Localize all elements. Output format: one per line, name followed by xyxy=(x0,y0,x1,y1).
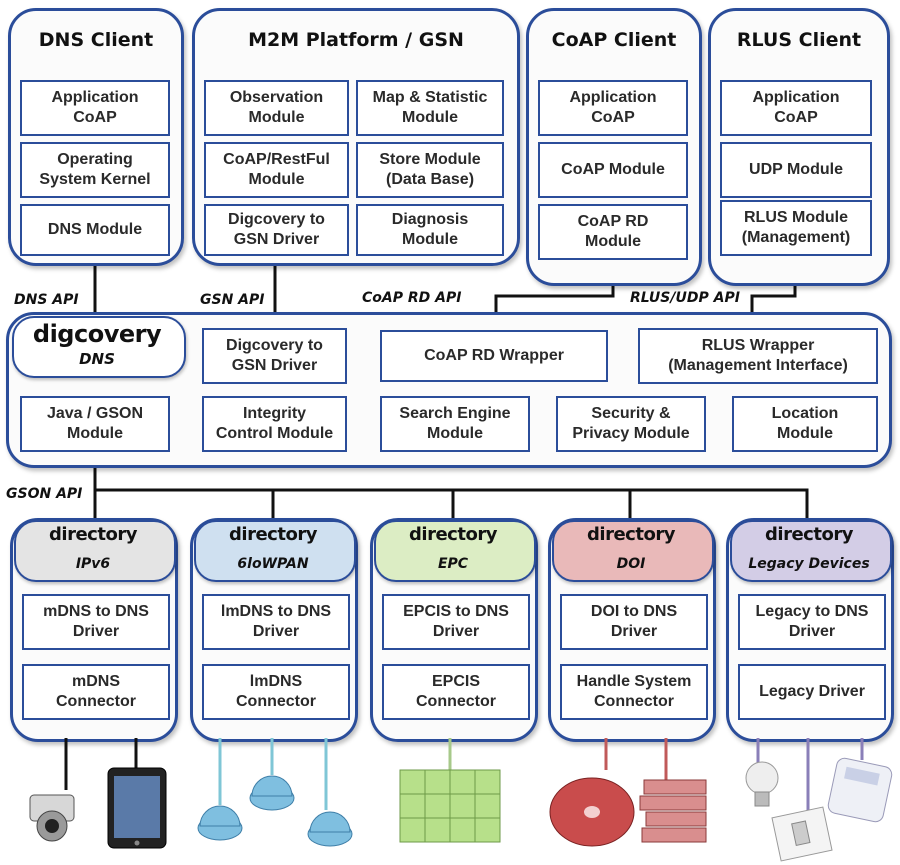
directory-logo-text: directory xyxy=(409,524,497,545)
directory-logo-badge xyxy=(374,520,536,582)
directory-tag: 6loWPAN xyxy=(237,556,309,572)
m2m-module: CoAP/RestFul Module xyxy=(204,142,349,198)
coap-rd-api-label: CoAP RD API xyxy=(362,290,462,306)
directory-logo-badge xyxy=(14,520,176,582)
directory-tag: EPC xyxy=(437,556,469,572)
security-camera-icon xyxy=(29,794,75,842)
directory-tag: DOI xyxy=(616,556,646,572)
core-module: CoAP RD Wrapper xyxy=(380,330,608,382)
digcovery-logo-badge xyxy=(12,316,186,378)
directory-module: Legacy Driver xyxy=(738,664,886,720)
directory-logo-text: directory xyxy=(49,524,137,545)
core-module: RLUS Wrapper (Management Interface) xyxy=(638,328,878,384)
directory-tag: Legacy Devices xyxy=(748,556,870,572)
gson-bus-line xyxy=(93,453,809,520)
coap-client-module: CoAP Module xyxy=(538,142,688,198)
directory-module: lmDNS Connector xyxy=(202,664,350,720)
sensor-node-icon xyxy=(197,775,353,847)
m2m-module: Observation Module xyxy=(204,80,349,136)
directory-module: mDNS Connector xyxy=(22,664,170,720)
light-bulb-icon xyxy=(745,761,779,807)
m2m-platform-title: M2M Platform / GSN xyxy=(248,29,464,51)
tablet-icon xyxy=(107,767,167,849)
digcovery-logo-subtitle: DNS xyxy=(79,350,115,368)
core-module: Security & Privacy Module xyxy=(556,396,706,452)
directory-logo-badge xyxy=(552,520,714,582)
core-module: Location Module xyxy=(732,396,878,452)
dns-client-title: DNS Client xyxy=(38,29,154,51)
wall-switch-icon xyxy=(771,806,833,862)
rlus-client-module: RLUS Module (Management) xyxy=(720,200,872,256)
m2m-module: Map & Statistic Module xyxy=(356,80,504,136)
directory-logo-badge xyxy=(730,520,892,582)
thermostat-icon xyxy=(827,757,893,823)
directory-logo-badge xyxy=(194,520,356,582)
rlus-udp-api-label: RLUS/UDP API xyxy=(630,290,740,306)
rlus-client-module: UDP Module xyxy=(720,142,872,198)
digcovery-logo-text: digcovery xyxy=(32,320,162,348)
directory-logo-text: directory xyxy=(229,524,317,545)
directory-logo-text: directory xyxy=(765,524,853,545)
directory-logo-text: directory xyxy=(587,524,675,545)
rlus-client-title: RLUS Client xyxy=(736,29,862,51)
directory-module: EPCIS to DNS Driver xyxy=(382,594,530,650)
coap-client-module: CoAP RD Module xyxy=(538,204,688,260)
m2m-module: Diagnosis Module xyxy=(356,204,504,256)
dns-client-module: DNS Module xyxy=(20,204,170,256)
directory-module: lmDNS to DNS Driver xyxy=(202,594,350,650)
dns-client-module: Application CoAP xyxy=(20,80,170,136)
core-module: Java / GSON Module xyxy=(20,396,170,452)
dns-client-module: Operating System Kernel xyxy=(20,142,170,198)
m2m-module: Store Module (Data Base) xyxy=(356,142,504,198)
pallet-icon xyxy=(399,769,501,843)
book-stack-icon xyxy=(639,779,707,843)
m2m-module: Digcovery to GSN Driver xyxy=(204,204,349,256)
directory-module: mDNS to DNS Driver xyxy=(22,594,170,650)
coap-client-title: CoAP Client xyxy=(551,29,677,51)
gson-api-label: GSON API xyxy=(6,486,83,502)
directory-module: Handle System Connector xyxy=(560,664,708,720)
directory-module: DOI to DNS Driver xyxy=(560,594,708,650)
directory-tag: IPv6 xyxy=(75,556,111,572)
dns-api-label: DNS API xyxy=(14,292,79,308)
disc-stack-icon xyxy=(549,777,635,847)
gsn-api-label: GSN API xyxy=(200,292,265,308)
directory-module: Legacy to DNS Driver xyxy=(738,594,886,650)
core-module: Digcovery to GSN Driver xyxy=(202,328,347,384)
directory-module: EPCIS Connector xyxy=(382,664,530,720)
core-module: Integrity Control Module xyxy=(202,396,347,452)
core-module: Search Engine Module xyxy=(380,396,530,452)
coap-client-module: Application CoAP xyxy=(538,80,688,136)
rlus-client-module: Application CoAP xyxy=(720,80,872,136)
